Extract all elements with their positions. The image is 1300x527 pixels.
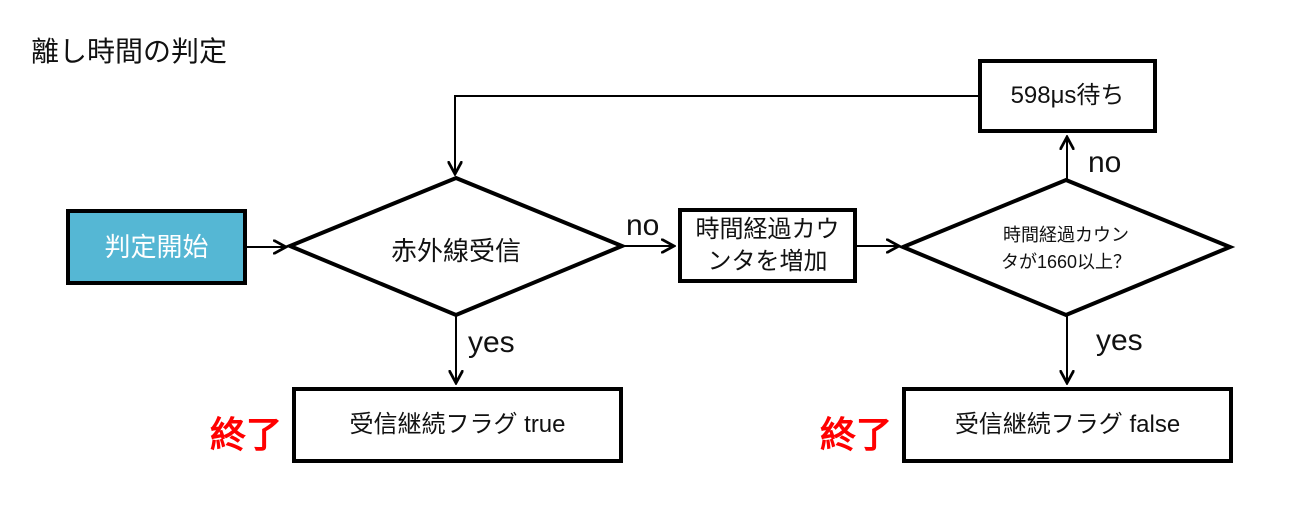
decision-infrared-diamond (284, 175, 628, 318)
decision-counter-label: 時間経過カウン タが1660以上？ (1000, 225, 1132, 272)
end-label-left: 終了 (210, 414, 283, 455)
edge-label-yes-infrared: yes (468, 326, 515, 359)
flag-true-node: 受信継続フラグ true (292, 387, 623, 463)
wait-598us-node: 598μs待ち (978, 59, 1157, 133)
edge-label-no-counter: no (1088, 146, 1122, 179)
decision-counter-diamond (897, 177, 1236, 318)
end-label-right: 終了 (820, 414, 893, 455)
flag-false-node: 受信継続フラグ false (902, 387, 1233, 463)
start-node: 判定開始 (66, 209, 247, 285)
edge-wait-feedback-to-infrared (455, 95, 978, 174)
diagram-title: 離し時間の判定 (31, 36, 228, 67)
edge-label-no-infrared: no (626, 209, 660, 242)
increment-counter-node: 時間経過カウ ンタを増加 (678, 208, 857, 283)
decision-infrared-label: 赤外線受信 (390, 236, 521, 266)
edge-label-yes-counter: yes (1096, 324, 1143, 357)
